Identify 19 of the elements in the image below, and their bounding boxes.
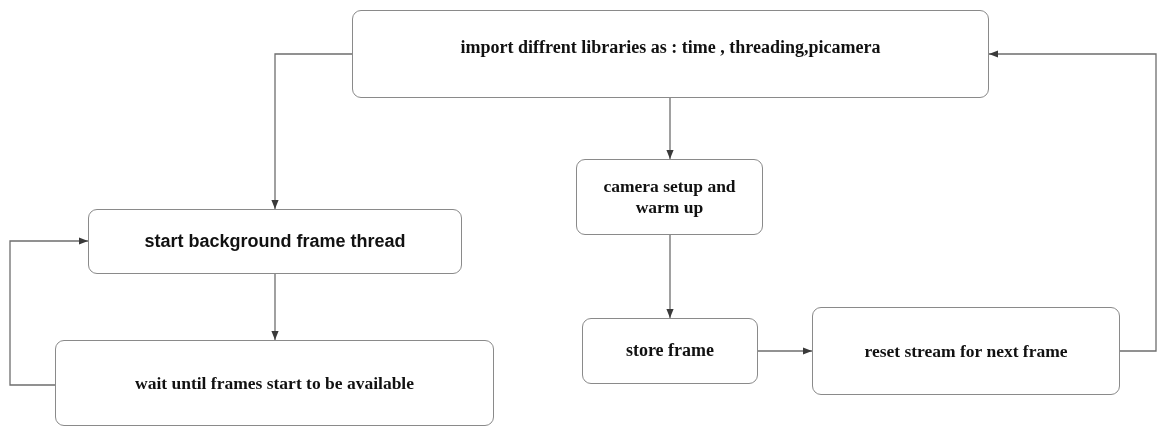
box-label: import diffrent libraries as : time , threading,picamera [460,37,881,59]
process-box [582,318,758,384]
arrow [9,237,89,386]
arrow [988,50,1157,352]
arrow [271,53,353,210]
box-label: wait until frames start to be available [135,372,414,394]
process-box [576,159,763,235]
arrow [666,234,674,319]
process-box [352,10,989,98]
box-label: camera setup and warm up [602,176,737,218]
process-box [88,209,462,274]
box-label: start background frame thread [144,230,406,253]
box-label: reset stream for next frame [864,340,1068,362]
arrow [757,347,813,355]
arrow [666,97,674,160]
process-box [812,307,1120,395]
box-label: store frame [625,340,715,362]
arrow [271,273,279,341]
process-box [55,340,494,426]
